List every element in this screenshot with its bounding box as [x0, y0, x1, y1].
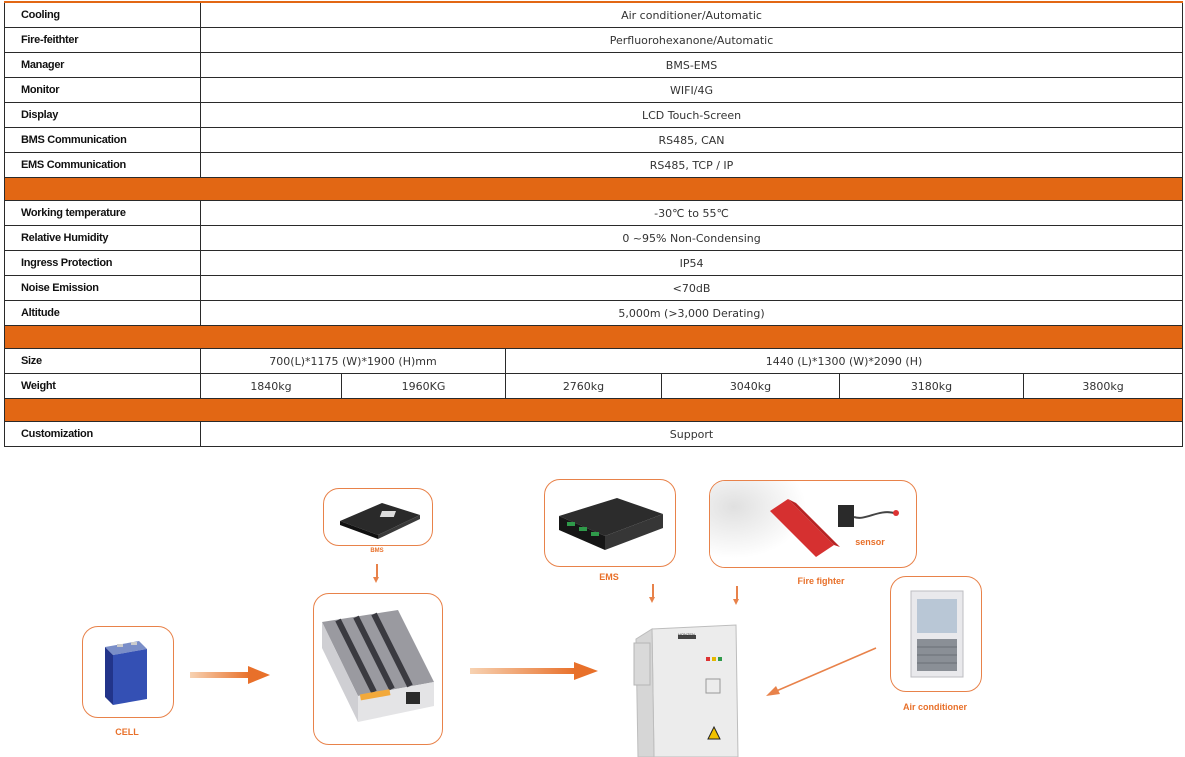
- row-label: Customization: [4, 421, 201, 447]
- row-value: <70dB: [199, 275, 1184, 301]
- row-label: Working temperature: [4, 200, 201, 226]
- ems-controller-icon: [559, 498, 663, 550]
- row-value: Perfluorohexanone/Automatic: [199, 27, 1184, 53]
- row-value: RS485, TCP / IP: [199, 152, 1184, 178]
- section-bar: [3, 177, 1184, 201]
- air-conditioner-caption: Air conditioner: [902, 702, 967, 712]
- row-label: Fire-feithter: [4, 27, 201, 53]
- size-large-value: 1440 (L)*1300 (W)*2090 (H): [504, 348, 1184, 374]
- row-monitor: Monitor WIFI/4G: [4, 77, 1184, 103]
- row-value: 5,000m (>3,000 Derating): [199, 300, 1184, 326]
- row-label: Display: [4, 102, 201, 128]
- cell-image-box: [82, 626, 174, 718]
- row-label: Weight: [4, 373, 201, 399]
- row-value: IP54: [199, 250, 1184, 276]
- arrow-right-icon: [190, 666, 270, 684]
- arrow-down-icon: [733, 586, 739, 605]
- section-divider: [3, 398, 1184, 422]
- row-working-temperature: Working temperature -30℃ to 55℃: [4, 200, 1184, 226]
- row-label: Altitude: [4, 300, 201, 326]
- weight-value: 3800kg: [1022, 373, 1184, 399]
- section-divider: [3, 325, 1184, 349]
- size-small-value: 700(L)*1175 (W)*1900 (H)mm: [200, 348, 506, 374]
- row-label: Noise Emission: [4, 275, 201, 301]
- row-relative-humidity: Relative Humidity 0 ~95% Non-Condensing: [4, 225, 1184, 251]
- arrow-down-icon: [373, 564, 379, 583]
- section-bar: [3, 325, 1184, 349]
- sensor-caption: sensor: [855, 537, 885, 547]
- row-altitude: Altitude 5,000m (>3,000 Derating): [4, 300, 1184, 326]
- battery-pack-box: [313, 593, 443, 745]
- row-label: Cooling: [4, 1, 201, 28]
- row-value: LCD Touch-Screen: [199, 102, 1184, 128]
- row-ingress-protection: Ingress Protection IP54: [4, 250, 1184, 276]
- row-value: -30℃ to 55℃: [199, 200, 1184, 226]
- row-manager: Manager BMS-EMS: [4, 52, 1184, 78]
- row-bms-communication: BMS Communication RS485, CAN: [4, 127, 1184, 153]
- row-value: BMS-EMS: [199, 52, 1184, 78]
- ems-caption: EMS: [599, 572, 619, 582]
- row-value: 0 ~95% Non-Condensing: [199, 225, 1184, 251]
- weight-value: 2760kg: [505, 373, 662, 399]
- fire-fighter-image-box: sensor: [709, 480, 917, 568]
- weight-value: 3180kg: [839, 373, 1024, 399]
- row-noise-emission: Noise Emission <70dB: [4, 275, 1184, 301]
- weight-value: 1840kg: [200, 373, 342, 399]
- weight-value: 3040kg: [661, 373, 840, 399]
- battery-pack-icon: [322, 610, 434, 722]
- ems-image-box: [544, 479, 676, 567]
- cell-caption: CELL: [115, 727, 139, 737]
- bms-caption: BMS: [370, 548, 384, 554]
- bms-image-box: [323, 488, 433, 546]
- row-value: Support: [199, 421, 1184, 447]
- row-fire-fighter: Fire-feithter Perfluorohexanone/Automati…: [4, 27, 1184, 53]
- sensor-icon: [838, 505, 899, 527]
- row-label: Monitor: [4, 77, 201, 103]
- section-divider: [3, 177, 1184, 201]
- row-display: Display LCD Touch-Screen: [4, 102, 1184, 128]
- row-label: BMS Communication: [4, 127, 201, 153]
- energy-storage-cabinet-icon: [633, 624, 739, 757]
- air-conditioner-image-box: [890, 576, 982, 692]
- arrow-right-icon: [470, 662, 598, 680]
- row-label: Size: [4, 348, 201, 374]
- row-size: Size 700(L)*1175 (W)*1900 (H)mm 1440 (L)…: [4, 348, 1184, 374]
- row-label: Relative Humidity: [4, 225, 201, 251]
- section-bar: [3, 398, 1184, 422]
- row-cooling: Cooling Air conditioner/Automatic: [4, 1, 1184, 28]
- row-customization: Customization Support: [4, 421, 1184, 447]
- arrow-diagonal-icon: [766, 647, 877, 696]
- row-label: EMS Communication: [4, 152, 201, 178]
- fire-extinguisher-icon: [710, 481, 840, 567]
- row-label: Ingress Protection: [4, 250, 201, 276]
- air-conditioner-icon: [910, 590, 964, 678]
- row-label: Manager: [4, 52, 201, 78]
- row-value: Air conditioner/Automatic: [199, 1, 1184, 28]
- cabinet-brand-label: HONZEN: [678, 632, 695, 637]
- bms-module-icon: [340, 503, 420, 539]
- battery-cell-icon: [105, 641, 147, 705]
- row-ems-communication: EMS Communication RS485, TCP / IP: [4, 152, 1184, 178]
- row-value: RS485, CAN: [199, 127, 1184, 153]
- arrow-down-icon: [649, 584, 655, 603]
- row-weight: Weight 1840kg 1960KG 2760kg 3040kg 3180k…: [4, 373, 1184, 399]
- row-value: WIFI/4G: [199, 77, 1184, 103]
- fire-fighter-caption: Fire fighter: [797, 576, 845, 586]
- weight-value: 1960KG: [341, 373, 506, 399]
- spec-table: Cooling Air conditioner/Automatic Fire-f…: [3, 1, 1184, 447]
